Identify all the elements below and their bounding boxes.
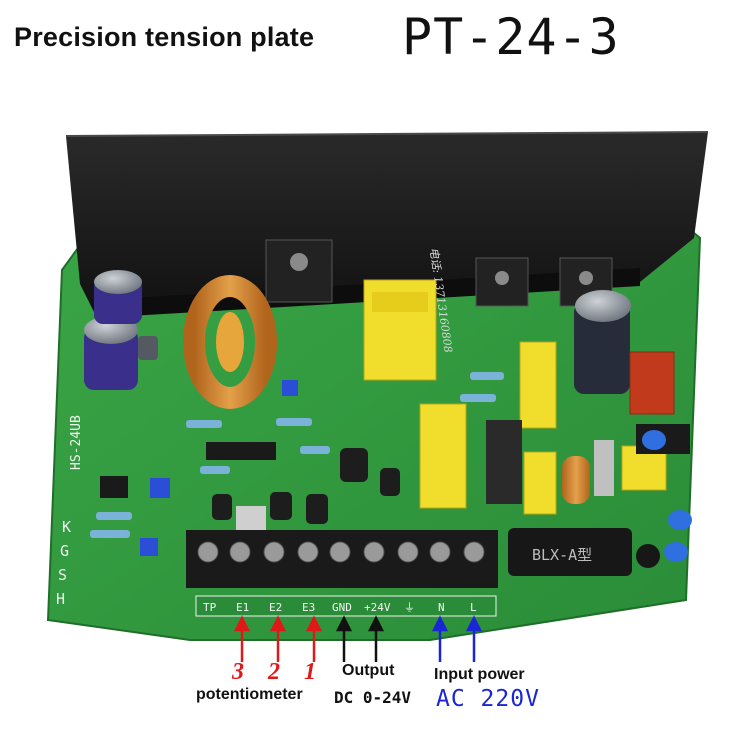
black-arrows [335,615,385,662]
brand-letter-k: K [62,518,71,536]
output-label: Output [342,662,395,679]
terminal-label-n: N [438,601,445,614]
potentiometer-label: potentiometer [196,686,303,703]
brand-letter-s: S [58,566,67,584]
fuse-holder: BLX-A型 [508,528,660,576]
small-heatsink [486,420,522,504]
terminal-label-e2: E2 [269,601,282,614]
model-number: PT-24-3 [402,8,620,66]
terminal-label-tp: TP [203,601,217,614]
board-silkscreen-left: H S G K HS-24UB [56,415,84,608]
heatsink [66,132,708,316]
y-capacitors [642,430,692,562]
input-power-label: Input power [434,666,525,683]
film-capacitor [629,351,675,415]
ic-chips [100,442,276,532]
input-voltage: AC 220V [436,686,540,712]
terminal-block [186,530,498,588]
terminal-number-3: 3 [232,659,244,685]
trimmer-pots [140,380,298,556]
terminal-label-earth: ⏚ [404,601,415,614]
terminal-number-2: 2 [268,659,280,685]
electrolytic-capacitors [84,270,631,524]
fuse-holder-label: BLX-A型 [532,546,592,564]
brand-letter-g: G [60,542,69,560]
board-model-label: HS-24UB [69,415,84,470]
brand-letter-h: H [56,590,65,608]
terminal-label-l: L [470,601,477,614]
toroid-inductor [183,275,277,409]
terminal-label-gnd: GND [332,601,352,614]
page-title: Precision tension plate [14,22,315,52]
red-arrows [233,615,323,662]
terminal-number-1: 1 [304,659,316,685]
terminal-labels: TP E1 E2 E3 GND +24V ⏚ N L [203,601,477,614]
terminal-label-e3: E3 [302,601,315,614]
terminal-label-e1: E1 [236,601,249,614]
terminal-label-24v: +24V [364,601,391,614]
resistors [90,372,504,538]
output-voltage: DC 0-24V [334,688,412,707]
blue-arrows [431,615,483,662]
